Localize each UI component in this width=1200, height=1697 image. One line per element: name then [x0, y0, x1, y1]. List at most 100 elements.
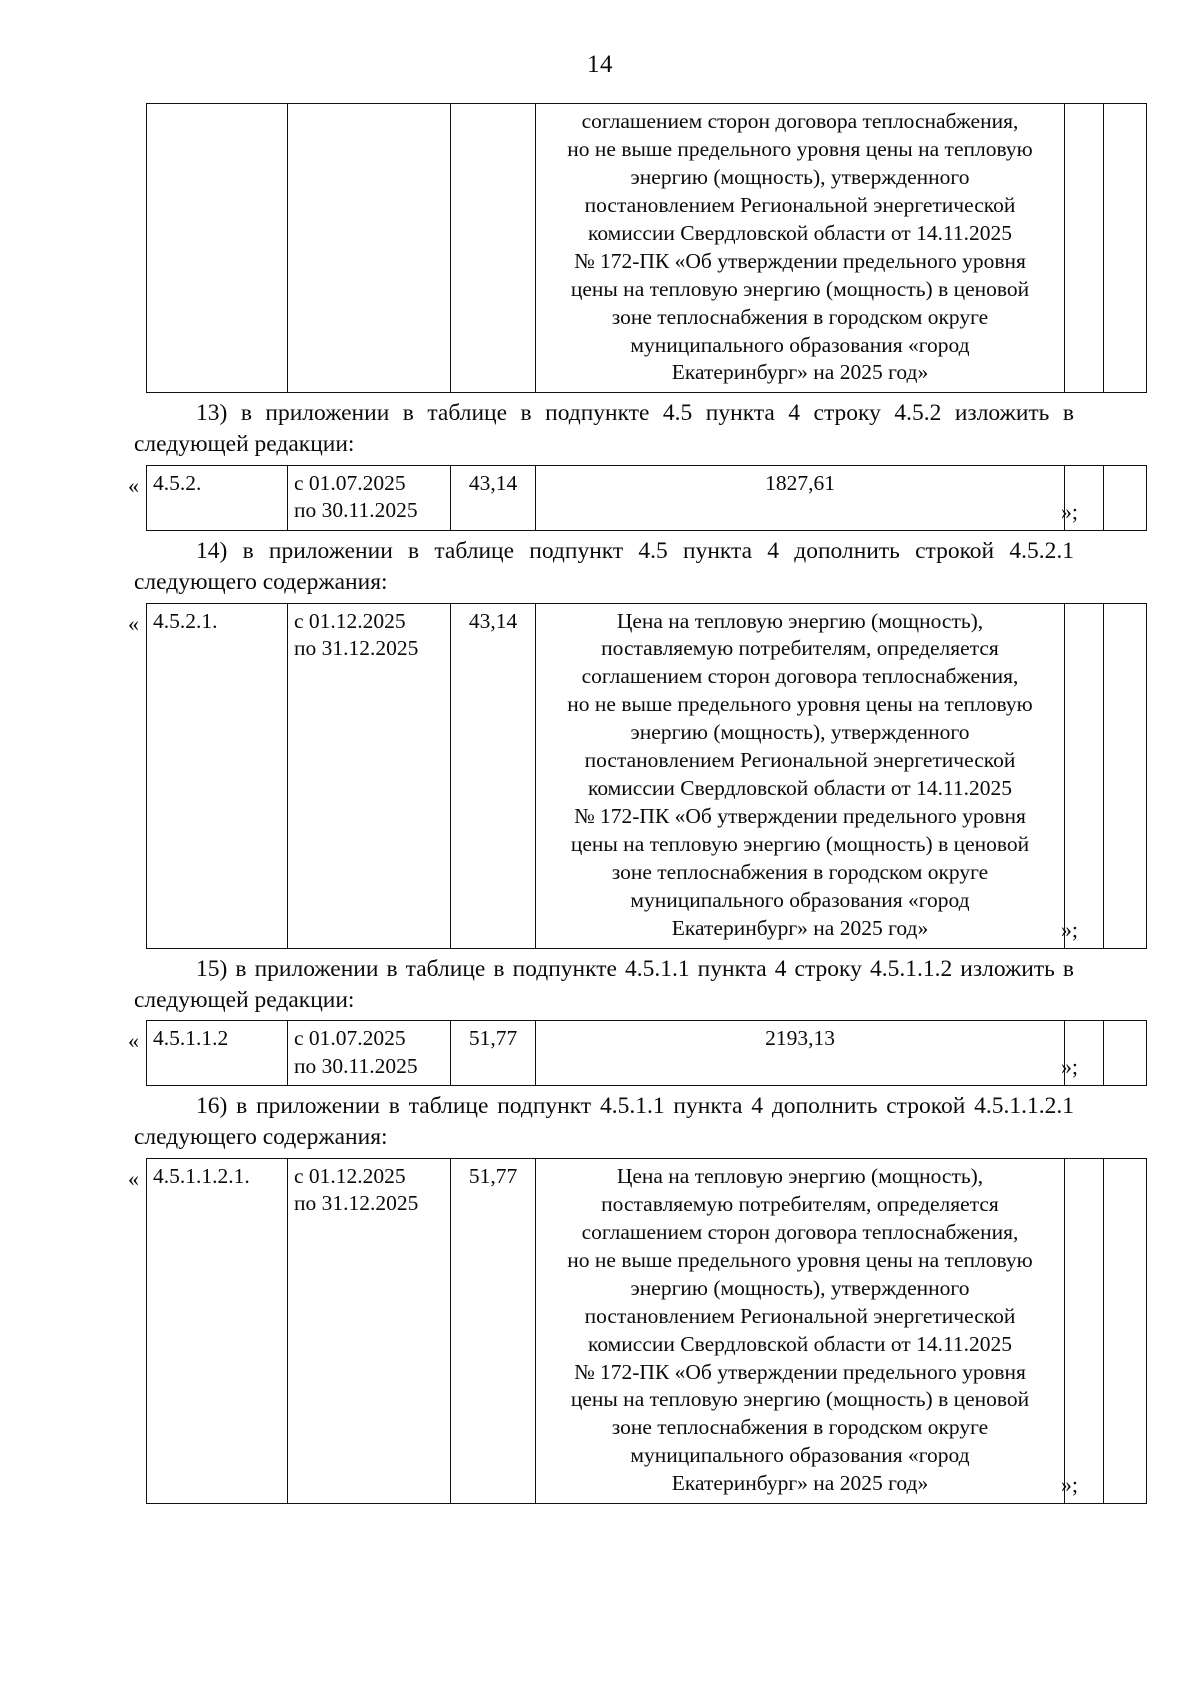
body-line: постановлением Региональной энергетическ…	[584, 748, 1016, 773]
paragraph-item-15: 15) в приложении в таблице в подпункте 4…	[134, 955, 1074, 1013]
body-line: энергию (мощность), утвержденного	[630, 164, 970, 189]
body-line: № 172-ПК «Об утверждении предельного уро…	[574, 248, 1026, 273]
period-to: по 31.12.2025	[294, 1191, 419, 1216]
period-from: с 01.12.2025	[294, 608, 406, 633]
cell-period: с 01.07.2025 по 30.11.2025	[287, 1020, 451, 1087]
body-line: поставляемую потребителям, определяется	[601, 636, 999, 661]
body-line: муниципального образования «город	[630, 332, 970, 357]
cell-extra-1	[1064, 1020, 1104, 1087]
period-to: по 30.11.2025	[294, 498, 418, 523]
period-from: с 01.07.2025	[294, 1026, 406, 1051]
cell-value: 2193,13	[535, 1020, 1065, 1087]
cell-period: с 01.07.2025 по 30.11.2025	[287, 464, 451, 531]
body-line: комиссии Свердловской области от 14.11.2…	[587, 220, 1013, 245]
continuation-table: соглашением сторон договора теплоснабжен…	[146, 102, 1147, 394]
cell-row-number: 4.5.2.	[146, 464, 288, 531]
paragraph-item-13: 13) в приложении в таблице в подпункте 4…	[134, 400, 1074, 458]
page-number: 14	[587, 51, 613, 78]
continuation-table-block: соглашением сторон договора теплоснабжен…	[120, 102, 1147, 394]
quote-close-mark: »;	[1060, 1472, 1078, 1498]
cell-rate: 43,14	[450, 464, 536, 531]
table-block-item-14: « 4.5.2.1. с 01.12.2025 по 31.12.2025 43…	[120, 602, 1147, 949]
body-line: цены на тепловую энергию (мощность) в це…	[570, 1387, 1030, 1412]
table-row: 4.5.2. с 01.07.2025 по 30.11.2025 43,14 …	[146, 464, 1147, 531]
quote-close-mark: »;	[1060, 1054, 1078, 1080]
table-item-15: 4.5.1.1.2 с 01.07.2025 по 30.11.2025 51,…	[146, 1020, 1147, 1087]
quote-open-mark: «	[128, 1165, 139, 1191]
body-line: зоне теплоснабжения в городском округе	[611, 1415, 989, 1440]
cell-extra-1	[1064, 602, 1104, 949]
quote-open-mark: «	[128, 1028, 139, 1054]
body-line: поставляемую потребителям, определяется	[601, 1191, 999, 1216]
table-item-14: 4.5.2.1. с 01.12.2025 по 31.12.2025 43,1…	[146, 602, 1147, 949]
page-content: соглашением сторон договора теплоснабжен…	[120, 77, 1147, 1505]
cell-extra-1	[1064, 1157, 1104, 1505]
cell-row-number: 4.5.2.1.	[146, 602, 288, 949]
cell-extra-1	[1064, 464, 1104, 531]
cell-period: с 01.12.2025 по 31.12.2025	[287, 1157, 451, 1505]
body-line: энергию (мощность), утвержденного	[630, 1275, 970, 1300]
body-line: комиссии Свердловской области от 14.11.2…	[587, 776, 1013, 801]
table-row: 4.5.1.1.2.1. с 01.12.2025 по 31.12.2025 …	[146, 1157, 1147, 1505]
body-line: зоне теплоснабжения в городском округе	[611, 859, 989, 884]
cell-body: Цена на тепловую энергию (мощность), пос…	[535, 1157, 1065, 1505]
table-item-16: 4.5.1.1.2.1. с 01.12.2025 по 31.12.2025 …	[146, 1157, 1147, 1505]
cell-row-number	[146, 102, 288, 394]
quote-close-mark: »;	[1060, 498, 1078, 524]
table-block-item-16: « 4.5.1.1.2.1. с 01.12.2025 по 31.12.202…	[120, 1157, 1147, 1505]
period-from: с 01.07.2025	[294, 470, 406, 495]
period-from: с 01.12.2025	[294, 1163, 406, 1188]
body-line: но не выше предельного уровня цены на те…	[567, 1247, 1033, 1272]
period-to: по 31.12.2025	[294, 636, 419, 661]
body-line: соглашением сторон договора теплоснабжен…	[581, 109, 1019, 133]
body-line: муниципального образования «город	[630, 1443, 970, 1468]
body-line: но не выше предельного уровня цены на те…	[567, 136, 1033, 161]
period-to: по 30.11.2025	[294, 1053, 418, 1078]
body-line: постановлением Региональной энергетическ…	[584, 192, 1016, 217]
body-line: но не выше предельного уровня цены на те…	[567, 692, 1033, 717]
body-line: Цена на тепловую энергию (мощность),	[616, 1163, 984, 1188]
cell-body: соглашением сторон договора теплоснабжен…	[535, 102, 1065, 394]
cell-extra-2	[1103, 1020, 1147, 1087]
paragraph-item-16: 16) в приложении в таблице подпункт 4.5.…	[134, 1093, 1074, 1151]
cell-extra-2	[1103, 102, 1147, 394]
cell-period	[287, 102, 451, 394]
table-row: соглашением сторон договора теплоснабжен…	[146, 102, 1147, 394]
quote-close-mark: »;	[1060, 916, 1078, 942]
body-line: постановлением Региональной энергетическ…	[584, 1303, 1016, 1328]
quote-open-mark: «	[128, 472, 139, 498]
cell-value: 1827,61	[535, 464, 1065, 531]
cell-extra-2	[1103, 602, 1147, 949]
cell-extra-2	[1103, 1157, 1147, 1505]
cell-row-number: 4.5.1.1.2	[146, 1020, 288, 1087]
cell-period: с 01.12.2025 по 31.12.2025	[287, 602, 451, 949]
body-line: Екатеринбург» на 2025 год»	[671, 915, 929, 940]
body-line: № 172-ПК «Об утверждении предельного уро…	[574, 804, 1026, 829]
cell-extra-1	[1064, 102, 1104, 394]
cell-rate: 51,77	[450, 1157, 536, 1505]
cell-extra-2	[1103, 464, 1147, 531]
body-line: муниципального образования «город	[630, 887, 970, 912]
body-line: Екатеринбург» на 2025 год»	[671, 360, 929, 385]
quote-open-mark: «	[128, 610, 139, 636]
body-line: зоне теплоснабжения в городском округе	[611, 304, 989, 329]
body-line: цены на тепловую энергию (мощность) в це…	[570, 276, 1030, 301]
body-line: комиссии Свердловской области от 14.11.2…	[587, 1331, 1013, 1356]
body-line: цены на тепловую энергию (мощность) в це…	[570, 832, 1030, 857]
cell-body: Цена на тепловую энергию (мощность), пос…	[535, 602, 1065, 949]
table-row: 4.5.1.1.2 с 01.07.2025 по 30.11.2025 51,…	[146, 1020, 1147, 1087]
table-item-13: 4.5.2. с 01.07.2025 по 30.11.2025 43,14 …	[146, 464, 1147, 531]
paragraph-item-14: 14) в приложении в таблице подпункт 4.5 …	[134, 537, 1074, 595]
body-line: соглашением сторон договора теплоснабжен…	[581, 664, 1019, 689]
table-row: 4.5.2.1. с 01.12.2025 по 31.12.2025 43,1…	[146, 602, 1147, 949]
body-line: № 172-ПК «Об утверждении предельного уро…	[574, 1359, 1026, 1384]
cell-rate	[450, 102, 536, 394]
body-line: Цена на тепловую энергию (мощность),	[616, 608, 984, 633]
body-line: Екатеринбург» на 2025 год»	[671, 1471, 929, 1496]
body-line: энергию (мощность), утвержденного	[630, 720, 970, 745]
table-block-item-13: « 4.5.2. с 01.07.2025 по 30.11.2025 43,1…	[120, 464, 1147, 531]
table-block-item-15: « 4.5.1.1.2 с 01.07.2025 по 30.11.2025 5…	[120, 1020, 1147, 1087]
cell-rate: 51,77	[450, 1020, 536, 1087]
body-line: соглашением сторон договора теплоснабжен…	[581, 1219, 1019, 1244]
